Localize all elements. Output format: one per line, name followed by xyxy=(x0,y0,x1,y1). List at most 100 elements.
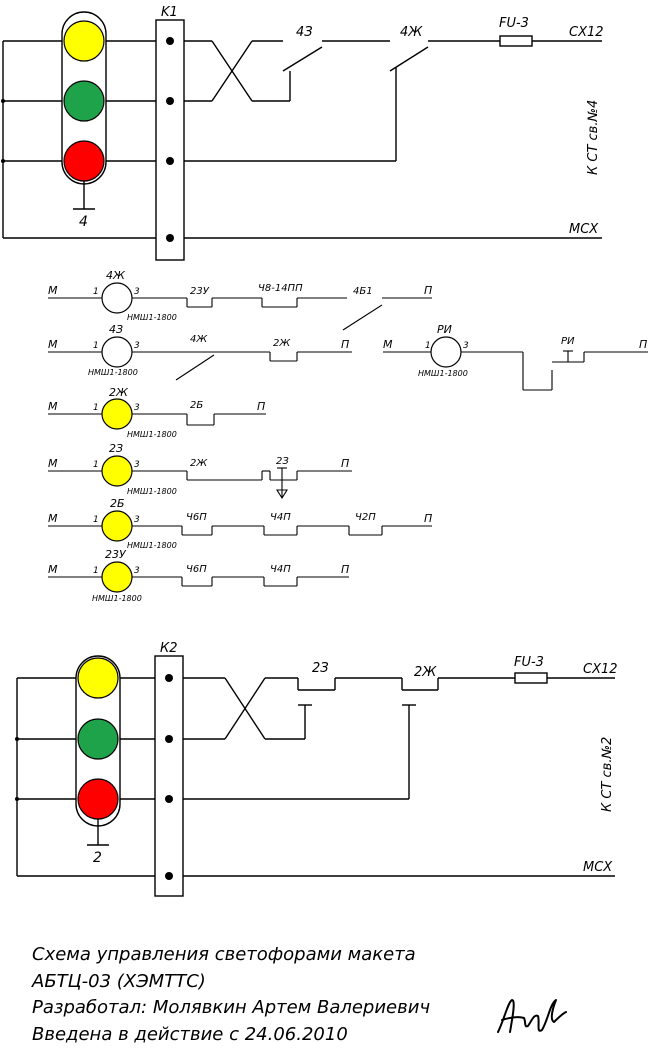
top-common-label: МСХ xyxy=(569,222,599,237)
relay-2zh-model: НМШ1-1800 xyxy=(127,430,177,439)
bottom-fuse xyxy=(514,672,548,684)
row4-pin1: 1 xyxy=(93,460,99,470)
row5-contact-1: Ч6П xyxy=(186,512,207,523)
row6-contact-1: Ч6П xyxy=(186,564,207,575)
top-fuse-label: FU-3 xyxy=(499,16,529,31)
row1-contact-3: 4Б1 xyxy=(353,286,373,297)
row1-pin1: 1 xyxy=(93,287,99,297)
relay-2zh-name: 2Ж xyxy=(109,386,129,399)
top-signal-block: 4 K1 4З 4Ж xyxy=(1,5,604,261)
relay-4zh-name: 4Ж xyxy=(106,269,126,282)
contact-2z-label: 2З xyxy=(312,661,329,676)
relay-2z-model: НМШ1-1800 xyxy=(127,487,177,496)
bottom-supply-label: СХ12 xyxy=(583,662,618,677)
caption-author: Разработал: Молявкин Артем Валериевич xyxy=(32,997,431,1018)
bottom-signal-block: 2 К2 2З 2Ж xyxy=(15,641,618,897)
row5-contact-2: Ч4П xyxy=(270,512,291,523)
relay-23u-lamp xyxy=(101,561,133,593)
row4-contact-1: 2Ж xyxy=(190,458,208,469)
caption-title: Схема управления светофорами макета xyxy=(32,944,416,965)
row1-contact-1: 23У xyxy=(190,286,210,297)
schematic-caption: Схема управления светофорами макета АБТЦ… xyxy=(32,942,482,1048)
terminal-k2-label: К2 xyxy=(160,641,178,656)
terminal-block-k1 xyxy=(155,19,185,261)
row5-pin3: 3 xyxy=(134,515,140,525)
row2-m-label: М xyxy=(48,338,58,351)
ri-end: П xyxy=(639,338,647,351)
ri-contact-label: РИ xyxy=(561,336,575,347)
relay-row-2zh: М 1 2Ж 3 НМШ1-1800 2Б П xyxy=(48,386,266,439)
author-signature xyxy=(497,999,567,1033)
relay-circuits: М 1 4Ж 3 НМШ1-1800 23У Ч8-14ПП 4Б1 П М xyxy=(48,269,648,603)
row4-contact-2: 2З xyxy=(276,456,289,467)
row2-contact-2: 2Ж xyxy=(273,338,291,349)
relay-ri-lamp xyxy=(430,336,462,368)
relay-4z-name: 4З xyxy=(109,323,123,336)
top-green-lamp xyxy=(63,80,105,122)
row3-pin1: 1 xyxy=(93,403,99,413)
ri-pin3: 3 xyxy=(463,341,469,351)
relay-row-4zh: М 1 4Ж 3 НМШ1-1800 23У Ч8-14ПП 4Б1 П xyxy=(48,269,432,331)
terminal-block-k2 xyxy=(154,655,184,897)
relay-ri-name: РИ xyxy=(437,323,452,336)
terminal-k1-label: K1 xyxy=(161,5,178,20)
top-fuse xyxy=(499,35,533,47)
relay-ri-model: НМШ1-1800 xyxy=(418,369,468,378)
ri-pin1: 1 xyxy=(425,341,431,351)
relay-2b-name: 2Б xyxy=(110,497,125,510)
bottom-red-lamp xyxy=(77,778,119,820)
bottom-common-label: МСХ xyxy=(583,860,613,875)
contact-4zh-label: 4Ж xyxy=(400,25,423,40)
bottom-fuse-label: FU-3 xyxy=(514,655,544,670)
row3-end: П xyxy=(257,400,265,413)
row5-pin1: 1 xyxy=(93,515,99,525)
row1-end: П xyxy=(424,284,432,297)
row3-m-label: М xyxy=(48,400,58,413)
contact-4z-label: 4З xyxy=(296,25,313,40)
ri-m-label: М xyxy=(383,338,393,351)
row1-contact-2: Ч8-14ПП xyxy=(258,283,303,294)
row4-contact-2-arrow xyxy=(276,489,288,500)
relay-23u-name: 23У xyxy=(105,548,127,561)
row2-contact-1: 4Ж xyxy=(190,334,208,345)
relay-4zh-lamp xyxy=(101,282,133,314)
relay-2z-lamp xyxy=(101,455,133,487)
row6-pin3: 3 xyxy=(134,566,140,576)
row1-m-label: М xyxy=(48,284,58,297)
relay-row-2z: М 1 2З 3 НМШ1-1800 2Ж 2З П xyxy=(48,442,352,500)
bottom-ground-label: 2 xyxy=(93,850,102,866)
row3-pin3: 3 xyxy=(134,403,140,413)
top-supply-label: СХ12 xyxy=(569,25,604,40)
top-vertical-label: К СТ св.№4 xyxy=(586,100,601,175)
row6-pin1: 1 xyxy=(93,566,99,576)
row6-end: П xyxy=(341,563,349,576)
row1-pin3: 3 xyxy=(134,287,140,297)
row2-pin1: 1 xyxy=(93,341,99,351)
relay-2b-lamp xyxy=(101,510,133,542)
row3-contact-1: 2Б xyxy=(190,400,203,411)
relay-2b-model: НМШ1-1800 xyxy=(127,541,177,550)
row2-end: П xyxy=(341,338,349,351)
bottom-green-lamp xyxy=(77,718,119,760)
top-ground-label: 4 xyxy=(79,214,88,230)
caption-subtitle: АБТЦ-03 (ХЭМТТС) xyxy=(32,970,206,992)
row4-m-label: М xyxy=(48,457,58,470)
relay-4z-model: НМШ1-1800 xyxy=(88,368,138,377)
relay-row-2b: М 1 2Б 3 НМШ1-1800 Ч6П Ч4П Ч2П П xyxy=(48,497,432,550)
top-yellow-lamp xyxy=(63,20,105,62)
row4-end: П xyxy=(341,457,349,470)
relay-2z-name: 2З xyxy=(109,442,123,455)
row5-contact-3: Ч2П xyxy=(355,512,376,523)
bottom-vertical-label: К СТ св.№2 xyxy=(600,737,615,812)
row5-end: П xyxy=(424,512,432,525)
caption-effective-date: Введена в действие с 24.06.2010 xyxy=(32,1023,348,1045)
relay-2zh-lamp xyxy=(101,398,133,430)
row4-pin3: 3 xyxy=(134,460,140,470)
row2-pin3: 3 xyxy=(134,341,140,351)
bottom-yellow-lamp xyxy=(77,657,119,699)
row6-m-label: М xyxy=(48,563,58,576)
relay-row-4z: М 1 4З 3 НМШ1-1800 4Ж 2Ж П xyxy=(48,323,352,381)
relay-row-ri: М 1 РИ 3 НМШ1-1800 РИ П xyxy=(383,323,648,391)
relay-23u-model: НМШ1-1800 xyxy=(92,594,142,603)
